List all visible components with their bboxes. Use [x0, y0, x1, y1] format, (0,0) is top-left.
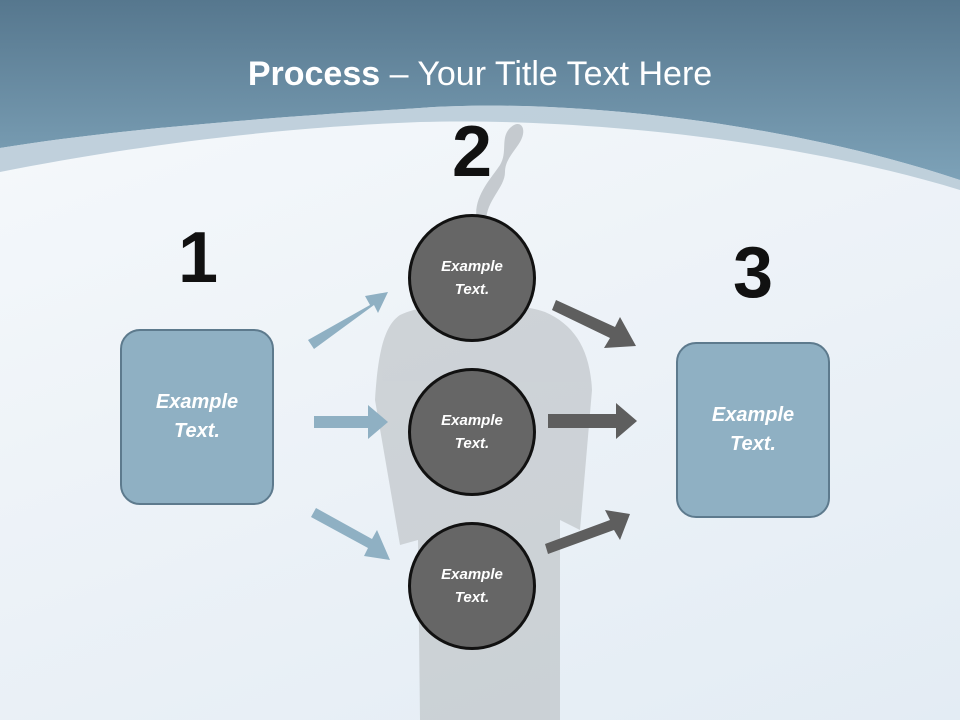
header-band [0, 0, 960, 180]
step-number-3: 3 [732, 233, 774, 313]
slide-title: Process – Your Title Text Here [0, 52, 960, 96]
step-number-1: 1 [177, 218, 219, 298]
arrow-out-middle [548, 403, 637, 439]
circle-middle-text: Example Text. [441, 412, 503, 452]
arrow-in-middle [314, 405, 388, 439]
step-2-circle-top: Example Text. [408, 214, 536, 342]
outgoing-arrows [545, 300, 637, 554]
arrow-out-up [545, 510, 630, 554]
title-rest: – Your Title Text Here [380, 55, 713, 93]
incoming-arrows [308, 292, 390, 560]
step-1-box: Example Text. [120, 329, 274, 505]
header-swoosh [0, 105, 960, 190]
arrow-in-down [311, 508, 390, 560]
arrow-out-down [552, 300, 636, 348]
circle-bottom-text: Example Text. [441, 566, 503, 606]
title-bold: Process [247, 55, 381, 93]
step-1-text: Example Text. [155, 391, 239, 442]
arrow-in-up [308, 292, 388, 349]
step-3-text: Example Text. [711, 404, 795, 455]
step-3-box: Example Text. [676, 342, 830, 518]
circle-top-text: Example Text. [441, 258, 503, 298]
step-number-2: 2 [451, 112, 493, 192]
step-2-circle-bottom: Example Text. [408, 522, 536, 650]
step-2-circle-middle: Example Text. [408, 368, 536, 496]
